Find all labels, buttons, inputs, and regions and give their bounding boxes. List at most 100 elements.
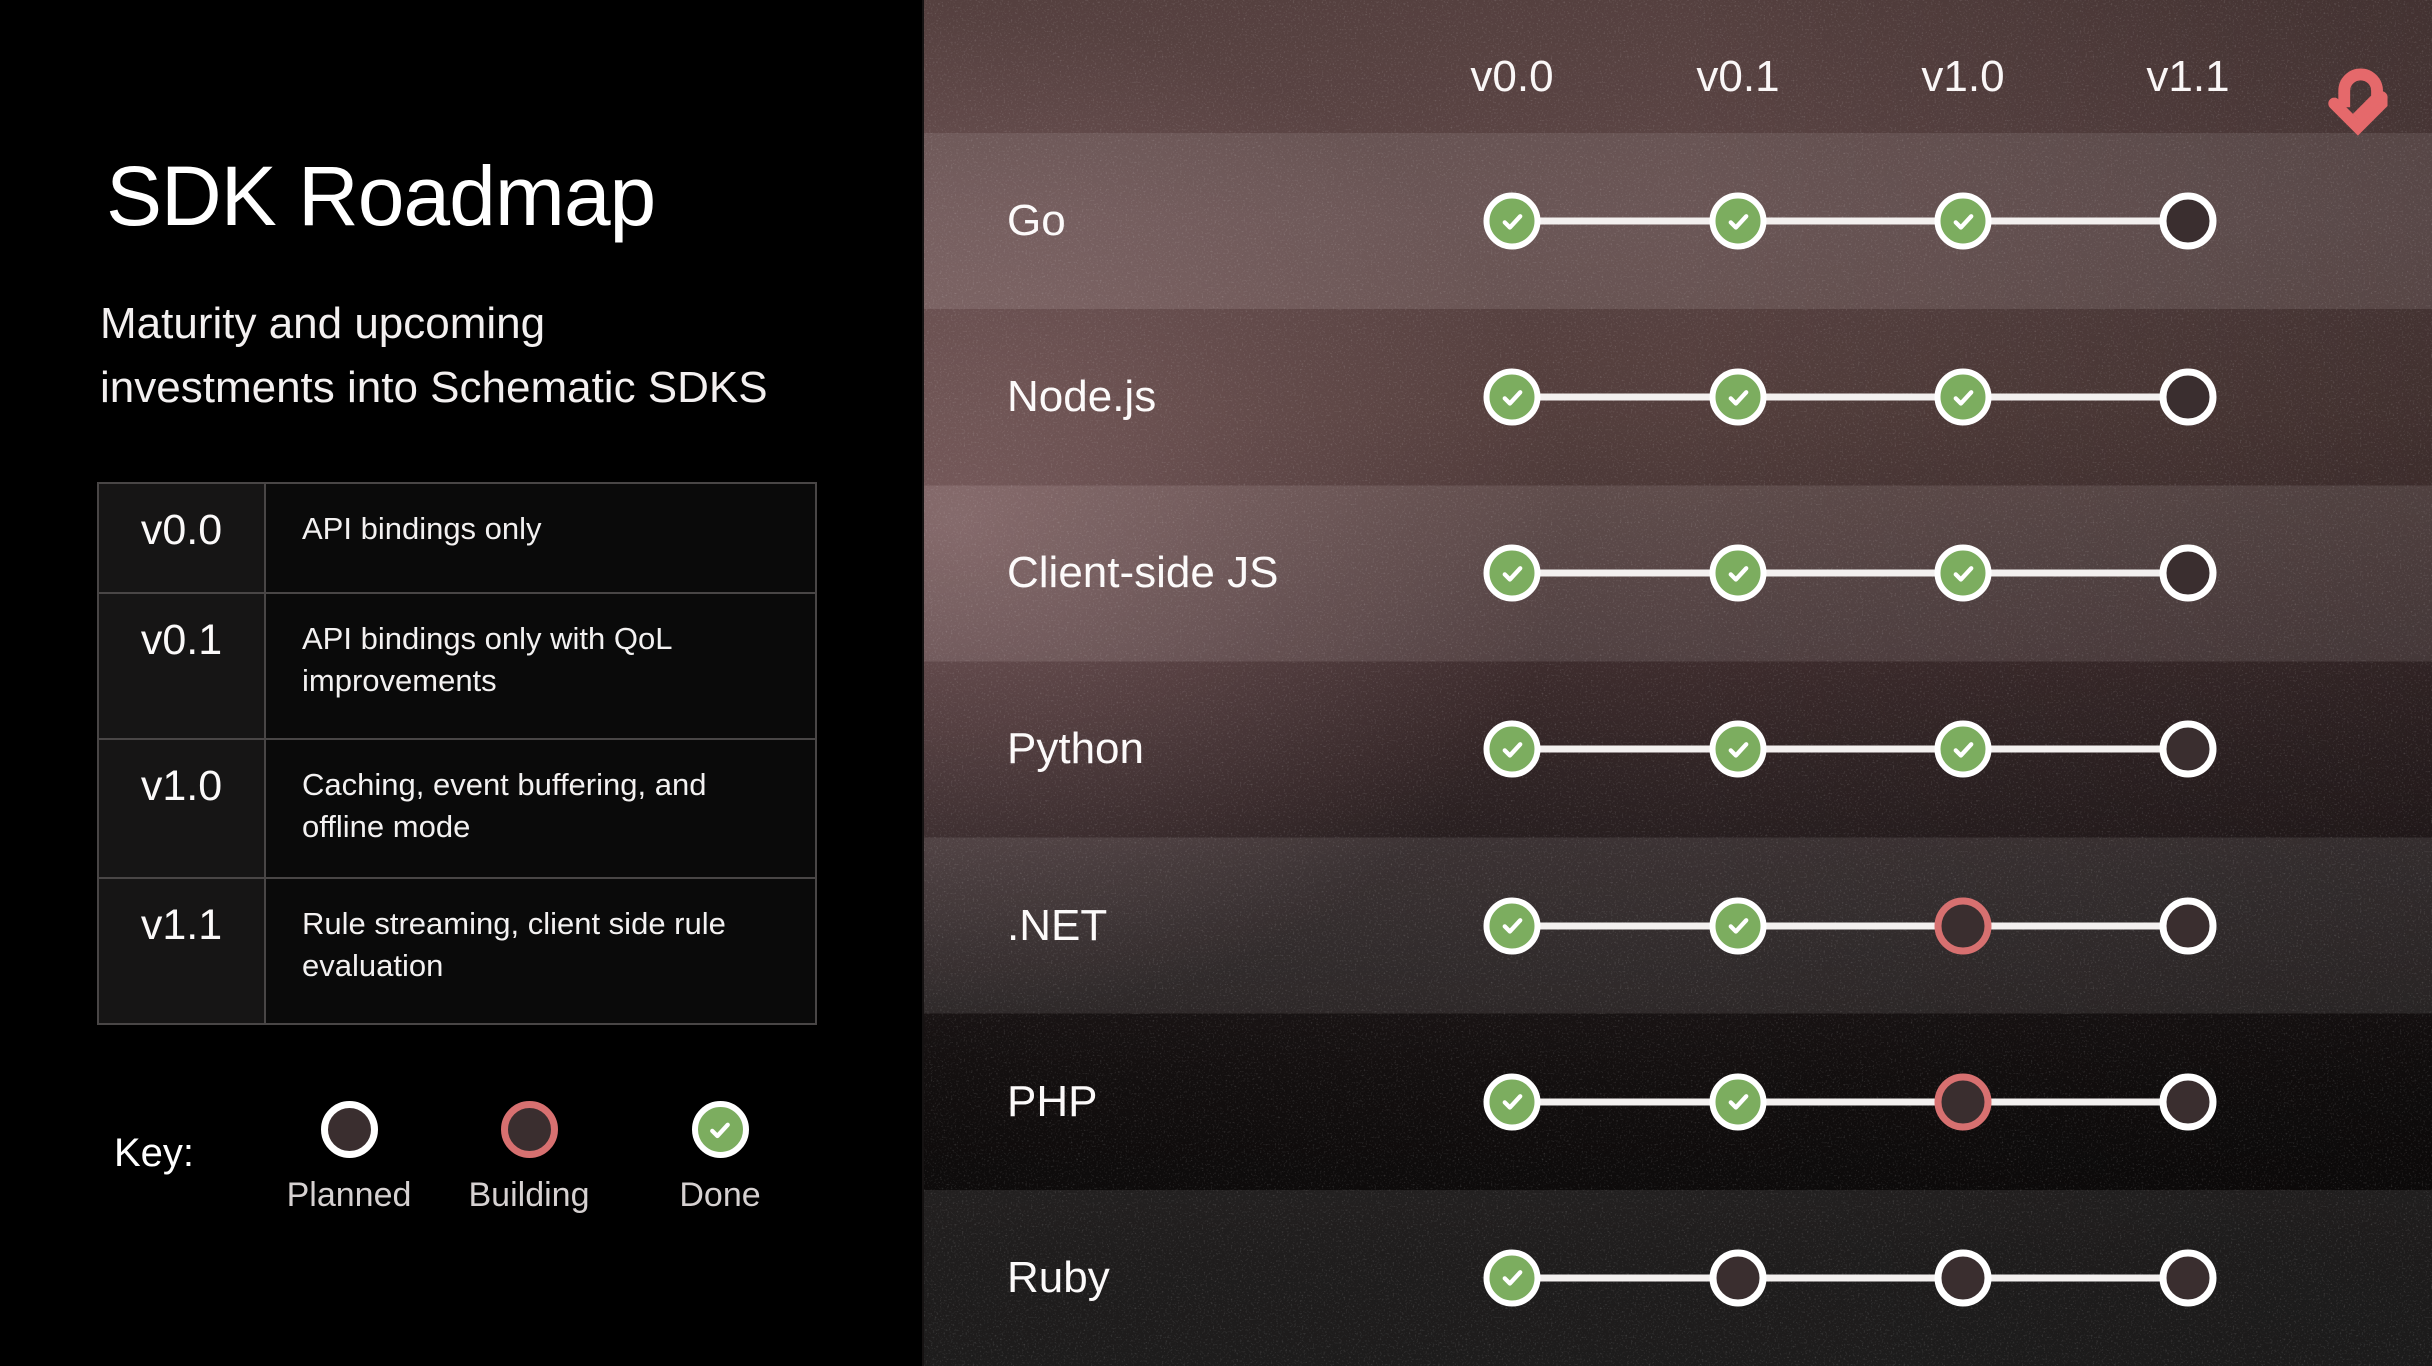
check-icon bbox=[1502, 1094, 1522, 1110]
status-dot-building bbox=[1934, 1073, 1992, 1131]
legend-item-planned: Planned bbox=[249, 1101, 449, 1215]
check-icon bbox=[1953, 389, 1973, 406]
status-dot-done bbox=[1934, 368, 1992, 426]
version-description: Caching, event buffering, and offline mo… bbox=[264, 738, 817, 879]
sdk-row--net: .NET bbox=[924, 838, 2432, 1014]
sdk-label: Client-side JS bbox=[1007, 548, 1279, 598]
check-icon bbox=[1502, 742, 1522, 758]
status-dot-done bbox=[1709, 897, 1767, 955]
version-description: API bindings only with QoL improvements bbox=[264, 592, 817, 740]
timeline-track bbox=[1512, 569, 2188, 577]
legend-dot-building bbox=[500, 1101, 558, 1158]
version-label: v0.1 bbox=[97, 592, 266, 740]
check-icon bbox=[1502, 1270, 1522, 1287]
sdk-label: Ruby bbox=[1007, 1252, 1110, 1302]
column-header-v0.1: v0.1 bbox=[1696, 52, 1780, 101]
page-subtitle: Maturity and upcoming investments into S… bbox=[100, 292, 768, 420]
status-dot-planned bbox=[2159, 720, 2217, 778]
check-icon bbox=[1502, 389, 1522, 406]
status-dot-planned bbox=[2159, 368, 2217, 426]
sdk-label: .NET bbox=[1007, 900, 1108, 950]
status-dot-planned bbox=[1934, 1249, 1992, 1307]
sdk-label: PHP bbox=[1007, 1076, 1098, 1126]
status-dot-planned bbox=[2159, 897, 2217, 955]
check-icon bbox=[710, 1122, 730, 1138]
legend-dot-done bbox=[691, 1101, 749, 1158]
status-dot-done bbox=[1709, 544, 1767, 602]
status-dot-planned bbox=[2159, 1073, 2217, 1131]
page-title: SDK Roadmap bbox=[106, 149, 656, 243]
check-icon bbox=[1728, 213, 1748, 230]
check-icon bbox=[1502, 918, 1522, 934]
status-dot-planned bbox=[2159, 544, 2217, 602]
column-header-v0.0: v0.0 bbox=[1470, 52, 1554, 101]
sdk-row-client-side-js: Client-side JS bbox=[924, 485, 2432, 661]
info-panel: SDK Roadmap Maturity and upcoming invest… bbox=[0, 0, 922, 1366]
check-icon bbox=[1953, 565, 1973, 582]
status-dot-done bbox=[1934, 544, 1992, 602]
subtitle-line-1: Maturity and upcoming bbox=[100, 299, 546, 348]
check-icon bbox=[1728, 389, 1748, 406]
status-dot-building bbox=[1934, 897, 1992, 955]
sdk-row-php: PHP bbox=[924, 1014, 2432, 1190]
status-dot-done bbox=[1934, 192, 1992, 250]
sdk-label: Node.js bbox=[1007, 372, 1157, 422]
check-icon bbox=[1953, 213, 1973, 230]
legend-item-label: Done bbox=[679, 1176, 761, 1214]
timeline-track bbox=[1512, 922, 2188, 930]
legend-dot-planned bbox=[320, 1101, 378, 1158]
status-dot-planned bbox=[2159, 1249, 2217, 1307]
version-description: Rule streaming, client side rule evaluat… bbox=[264, 877, 817, 1025]
legend-label: Key: bbox=[114, 1131, 195, 1175]
status-dot-done bbox=[1934, 720, 1992, 778]
legend-item-building: Building bbox=[429, 1101, 629, 1215]
sdk-row-node-js: Node.js bbox=[924, 309, 2432, 485]
check-icon bbox=[1728, 742, 1748, 758]
status-dot-done bbox=[1709, 720, 1767, 778]
status-dot-done bbox=[1483, 368, 1541, 426]
sdk-row-ruby: Ruby bbox=[924, 1190, 2432, 1366]
subtitle-line-2: investments into Schematic SDKS bbox=[100, 363, 768, 412]
check-icon bbox=[1728, 918, 1748, 934]
status-dot-done bbox=[1483, 897, 1541, 955]
version-label: v1.1 bbox=[97, 877, 266, 1025]
status-dot-done bbox=[1483, 720, 1541, 778]
check-icon bbox=[1728, 1094, 1748, 1110]
status-dot-done bbox=[1483, 1073, 1541, 1131]
check-icon bbox=[1502, 565, 1522, 582]
sdk-label: Python bbox=[1007, 724, 1144, 774]
status-dot-planned bbox=[2159, 192, 2217, 250]
check-icon bbox=[1502, 213, 1522, 230]
status-dot-done bbox=[1483, 544, 1541, 602]
check-icon bbox=[1953, 742, 1973, 758]
sdk-label: Go bbox=[1007, 196, 1066, 246]
version-label: v0.0 bbox=[97, 482, 266, 594]
sdk-row-python: Python bbox=[924, 661, 2432, 837]
version-description: API bindings only bbox=[264, 482, 817, 594]
sdk-row-go: Go bbox=[924, 133, 2432, 309]
column-header-v1.0: v1.0 bbox=[1921, 52, 2005, 101]
version-label: v1.0 bbox=[97, 738, 266, 879]
legend-item-label: Building bbox=[468, 1176, 590, 1214]
status-dot-done bbox=[1709, 1073, 1767, 1131]
legend-item-done: Done bbox=[620, 1101, 820, 1215]
timeline-track bbox=[1512, 1098, 2188, 1106]
timeline-track bbox=[1512, 217, 2188, 225]
timeline-track bbox=[1512, 1274, 2188, 1282]
status-dot-done bbox=[1709, 192, 1767, 250]
timeline-track bbox=[1512, 393, 2188, 401]
check-icon bbox=[1728, 565, 1748, 582]
status-dot-planned bbox=[1709, 1249, 1767, 1307]
status-dot-done bbox=[1709, 368, 1767, 426]
column-header-v1.1: v1.1 bbox=[2146, 52, 2230, 101]
legend-item-label: Planned bbox=[286, 1176, 412, 1214]
status-dot-done bbox=[1483, 1249, 1541, 1307]
status-dot-done bbox=[1483, 192, 1541, 250]
